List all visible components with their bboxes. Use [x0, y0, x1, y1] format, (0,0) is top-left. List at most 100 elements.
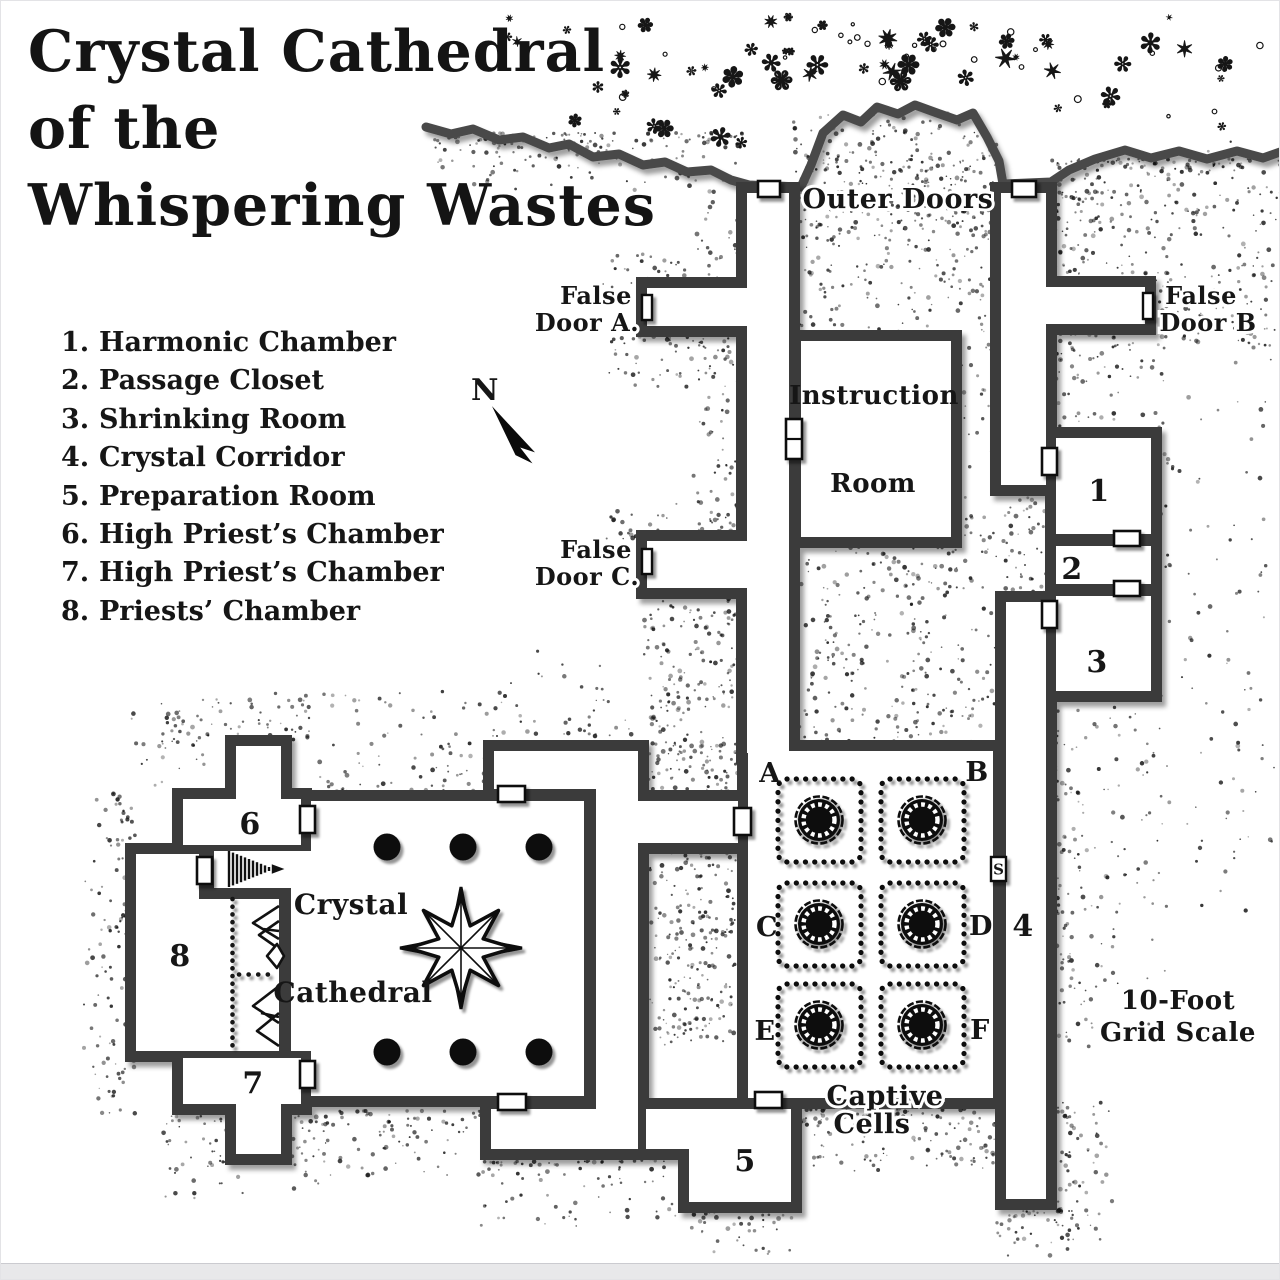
label-cell-e: E — [754, 1016, 775, 1047]
cell-pit-icon — [897, 795, 947, 845]
north-arrow-icon — [491, 406, 536, 464]
svg-text:✻: ✻ — [741, 39, 761, 63]
cell-pit-icon — [794, 1000, 844, 1050]
svg-text:✶: ✶ — [800, 61, 821, 87]
svg-text:✻: ✻ — [733, 133, 750, 154]
cell-dotted-square — [878, 981, 967, 1070]
pillar-icon — [373, 1038, 401, 1066]
corridor-cathedral-east — [596, 751, 638, 1149]
cell-dotted-square — [775, 981, 864, 1070]
svg-text:✶: ✶ — [511, 34, 524, 51]
svg-text:✼: ✼ — [1108, 50, 1136, 81]
room-2-passage-closet — [1056, 546, 1151, 584]
corridor-east-entry — [1001, 193, 1046, 485]
legend-item-3: 3.Shrinking Room — [61, 403, 347, 435]
false-door-a-icon — [640, 293, 654, 322]
pillar-icon — [373, 833, 401, 861]
room-6-high-priest — [183, 799, 301, 845]
cell-dotted-square — [878, 880, 967, 969]
page-footer-strip — [1, 1263, 1279, 1279]
stub-false-door-a — [647, 288, 747, 326]
svg-text:✽: ✽ — [815, 17, 832, 36]
svg-text:✻: ✻ — [592, 79, 605, 96]
label-room-3: 3 — [1086, 645, 1107, 680]
map-features — [227, 406, 967, 1070]
door-corridor-room1 — [1040, 446, 1059, 477]
svg-text:✻: ✻ — [1215, 119, 1228, 134]
label-grid-2: Grid Scale — [1100, 1018, 1256, 1048]
svg-text:✻: ✻ — [1138, 28, 1162, 60]
label-room-7: 7 — [242, 1066, 263, 1101]
label-cell-f: F — [970, 1015, 990, 1046]
cell-dotted-square — [878, 776, 967, 865]
legend-item-6: 6.High Priest’s Chamber — [61, 519, 444, 551]
door-cathedral-south — [496, 1092, 528, 1112]
svg-text:✶: ✶ — [1175, 37, 1194, 63]
door-room8-stairs — [195, 855, 214, 886]
legend-item-4: 4.Crystal Corridor — [61, 442, 345, 474]
label-captive-2: Cells — [834, 1109, 911, 1140]
svg-text:✻: ✻ — [968, 19, 980, 34]
legend-item-5: 5.Preparation Room — [61, 480, 376, 512]
title-line-1: Crystal Cathedral — [28, 18, 606, 85]
door-cells-room5 — [753, 1090, 784, 1110]
label-room-8: 8 — [169, 939, 190, 974]
room-5-preparation-room — [689, 1109, 791, 1202]
label-cell-a: A — [758, 758, 781, 789]
title-line-3: Whispering Wastes — [28, 172, 656, 239]
cathedral-west-extension — [291, 888, 321, 1051]
label-cell-d: D — [969, 911, 993, 942]
cell-pit-icon — [897, 899, 947, 949]
cliff-surface-line — [421, 100, 1279, 192]
cell-pit-icon — [794, 899, 844, 949]
label-false-door-a-2: Door A. — [535, 308, 639, 337]
title-line-2: of the — [28, 95, 221, 162]
pillar-icon — [449, 1038, 477, 1066]
pillar-icon — [525, 1038, 553, 1066]
instruction-room — [801, 341, 951, 537]
label-false-door-c-2: Door C. — [535, 562, 639, 591]
label-room-1: 1 — [1088, 474, 1109, 509]
door-room2-room3 — [1112, 579, 1142, 598]
svg-text:✼: ✼ — [609, 53, 632, 84]
legend-item-8: 8.Priests’ Chamber — [61, 595, 361, 627]
svg-text:✻: ✻ — [706, 121, 735, 156]
door-room7-cathedral — [298, 1059, 317, 1090]
label-instruction-1: Instruction — [789, 381, 959, 411]
room-3-shrinking-room — [1056, 596, 1151, 691]
label-instruction-2: Room — [830, 469, 916, 499]
cell-dotted-square — [775, 776, 864, 865]
room-4-crystal-corridor — [1006, 602, 1046, 1199]
legend-item-7: 7.High Priest’s Chamber — [61, 557, 444, 589]
false-door-c-icon — [640, 547, 654, 576]
pillar-icon — [449, 833, 477, 861]
stub-false-door-b — [1046, 287, 1145, 324]
svg-text:✼: ✼ — [1051, 101, 1064, 116]
label-false-door-b-2: Door B — [1159, 308, 1256, 337]
label-grid-1: 10-Foot — [1121, 986, 1235, 1016]
legend-item-1: 1.Harmonic Chamber — [61, 327, 396, 358]
corridor-cathedral-south — [491, 1109, 636, 1149]
svg-text:✻: ✻ — [857, 61, 870, 78]
cathedral-pillars — [373, 833, 553, 1066]
svg-text:✷: ✷ — [884, 38, 895, 53]
room-5-ext — [646, 1109, 691, 1149]
svg-text:✶: ✶ — [1040, 57, 1066, 87]
svg-text:✼: ✼ — [644, 113, 664, 139]
label-false-door-b-1: False — [1165, 281, 1237, 310]
svg-text:✶: ✶ — [1165, 13, 1175, 25]
label-room-4: 4 — [1012, 909, 1033, 944]
captive-cell-markers — [775, 776, 967, 1070]
svg-text:✶: ✶ — [989, 40, 1023, 79]
captive-cells-room — [748, 751, 993, 1098]
stub-false-door-c — [647, 541, 747, 588]
dotted-partition — [230, 896, 277, 1052]
label-north: N — [471, 373, 499, 408]
door-cells-west — [732, 806, 753, 837]
svg-text:✽: ✽ — [566, 111, 583, 133]
stairs-icon — [227, 851, 285, 887]
legend-item-2: 2.Passage Closet — [61, 365, 325, 397]
svg-text:✽: ✽ — [781, 47, 791, 59]
label-cathedral: Cathedral — [273, 976, 432, 1009]
